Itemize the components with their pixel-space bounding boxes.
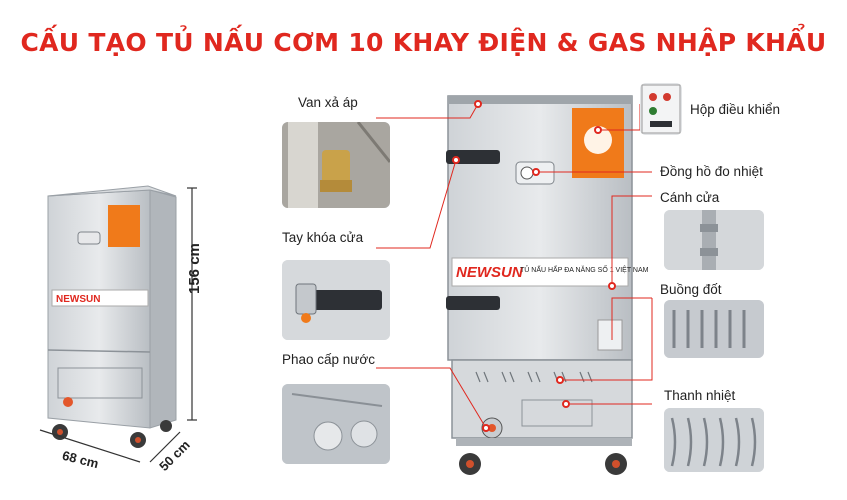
dimension-height: 156 cm	[186, 243, 203, 294]
label-phao-cap-nuoc: Phao cấp nước	[282, 352, 375, 367]
label-van-xa-ap: Van xả áp	[298, 95, 358, 110]
thumbnail-hop-dieu-khien	[640, 83, 682, 135]
callout-dot-dong-ho	[532, 168, 540, 176]
label-hop-dieu-khien: Hộp điều khiển	[690, 102, 781, 117]
thumbnail-tay-khoa-cua	[282, 260, 390, 340]
callout-dot-buong-dot	[556, 376, 564, 384]
label-buong-dot: Buồng đốt	[660, 282, 722, 297]
thumbnail-canh-cua	[664, 210, 764, 270]
callout-dot-van-xa-ap	[474, 100, 482, 108]
label-canh-cua: Cánh cửa	[660, 190, 720, 205]
thumbnail-buong-dot	[664, 300, 764, 358]
page-title: CẤU TẠO TỦ NẤU CƠM 10 KHAY ĐIỆN & GAS NH…	[20, 28, 827, 57]
svg-text:NEWSUN: NEWSUN	[456, 264, 524, 281]
callout-dot-canh-cua	[608, 282, 616, 290]
callout-dot-phao-cap-nuoc	[482, 424, 490, 432]
callout-dot-thanh-nhiet	[562, 400, 570, 408]
callout-dot-tay-khoa-cua	[452, 156, 460, 164]
label-dong-ho-do-nhiet: Đồng hồ đo nhiệt	[660, 164, 763, 179]
svg-text:TỦ NẤU HẤP ĐA NĂNG SỐ 1 VIỆT N: TỦ NẤU HẤP ĐA NĂNG SỐ 1 VIỆT NAM	[520, 264, 649, 274]
thumbnail-thanh-nhiet	[664, 408, 764, 472]
callout-dot-hop-dieu-khien	[594, 126, 602, 134]
svg-text:NEWSUN: NEWSUN	[56, 294, 100, 305]
label-tay-khoa-cua: Tay khóa cửa	[282, 230, 364, 245]
thumbnail-phao-cap-nuoc	[282, 384, 390, 464]
label-thanh-nhiet: Thanh nhiệt	[664, 388, 736, 403]
thumbnail-van-xa-ap	[282, 122, 390, 208]
